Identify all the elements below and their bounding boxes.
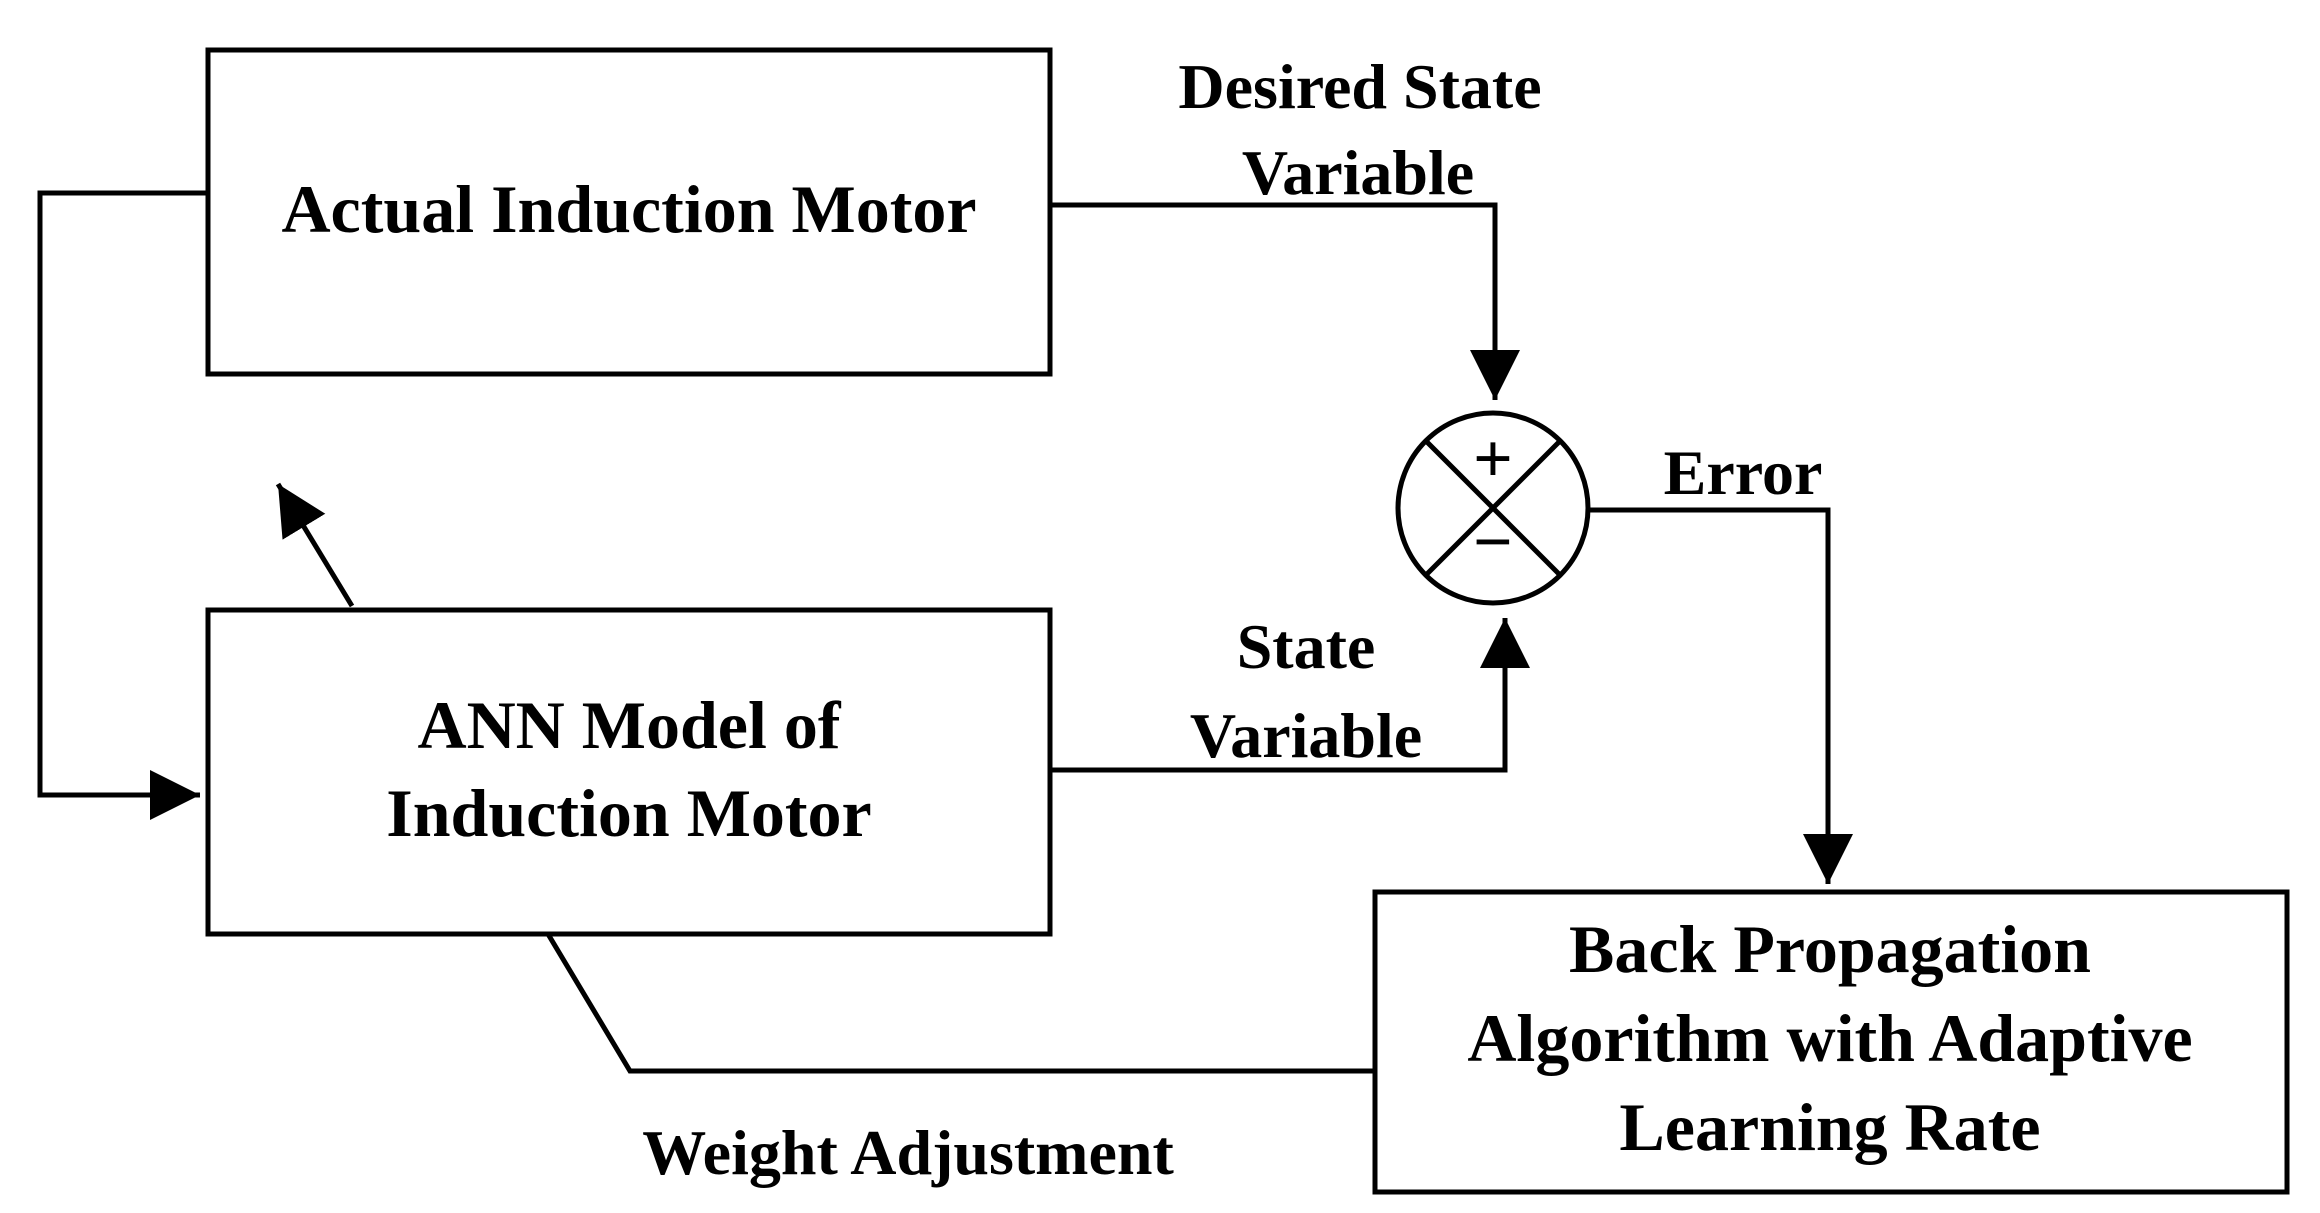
- desired-label-line-2: Variable: [1242, 137, 1474, 208]
- weight-adjustment-line: [545, 932, 1375, 1074]
- actual-motor-label: Actual Induction Motor: [281, 171, 976, 247]
- backprop-label-line-3: Learning Rate: [1619, 1089, 2040, 1165]
- actual-output-line: [1050, 202, 1520, 400]
- actual-motor-box: [205, 47, 1053, 377]
- backprop-box: [1372, 889, 2290, 1195]
- ann-diagonal-arrow: [275, 482, 355, 608]
- ann-model-label-line-2: Induction Motor: [386, 775, 871, 851]
- backprop-label-line-2: Algorithm with Adaptive: [1467, 1000, 2192, 1076]
- state-label-line-1: State: [1237, 611, 1376, 682]
- backprop-label-line-1: Back Propagation: [1569, 911, 2091, 987]
- weight-adjustment-label: Weight Adjustment: [642, 1117, 1174, 1188]
- input-loop-line: [37, 190, 208, 820]
- error-line: [1588, 507, 1853, 884]
- ann-output-line: [1050, 618, 1530, 773]
- state-label-line-2: Variable: [1190, 700, 1422, 771]
- summing-junction: + −: [1395, 410, 1591, 606]
- error-label: Error: [1664, 437, 1823, 508]
- minus-sign: −: [1473, 504, 1513, 581]
- ann-model-label-line-1: ANN Model of: [417, 687, 841, 763]
- ann-model-box: [205, 607, 1053, 937]
- desired-label-line-1: Desired State: [1178, 51, 1541, 122]
- plus-sign: +: [1473, 421, 1513, 498]
